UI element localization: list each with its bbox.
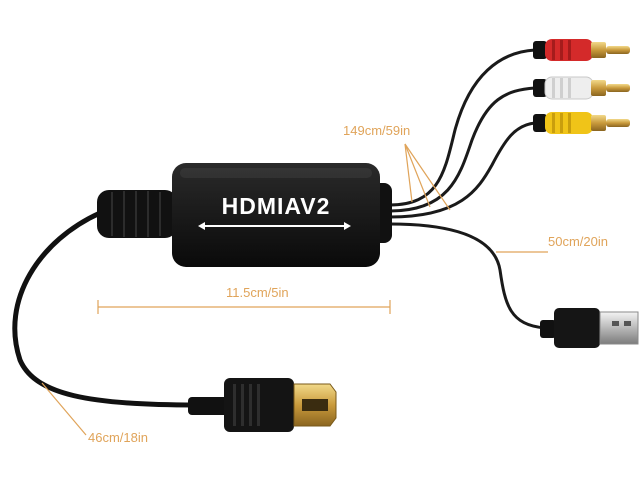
hdmi-plug [188,378,337,432]
box-length-label: 11.5cm/5in [226,285,289,300]
rca-cable-length-label: 149cm/59in [343,123,411,138]
housing-highlight [180,168,372,178]
brand-underline-tip-right [344,222,351,230]
usb-plug [540,308,639,348]
hdmi-cable [12,210,198,408]
rca-white-cable [389,86,536,213]
usb-cable [389,222,546,330]
rca-yellow-cable [389,121,536,219]
measurement-lines [41,143,548,436]
strain-relief-ridges [111,191,161,237]
rca-yellow-plug [533,112,630,134]
brand-label: HDMIAV2 [221,193,331,219]
hdmi-cable-length-label: 46cm/18in [88,430,148,445]
rca-white-plug [533,76,630,100]
usb-cable-length-label: 50cm/20in [548,234,608,249]
rca-red-cable [389,48,536,207]
brand-underline-tip-left [198,222,205,230]
rca-red-plug [533,39,630,61]
converter-housing [172,163,380,267]
